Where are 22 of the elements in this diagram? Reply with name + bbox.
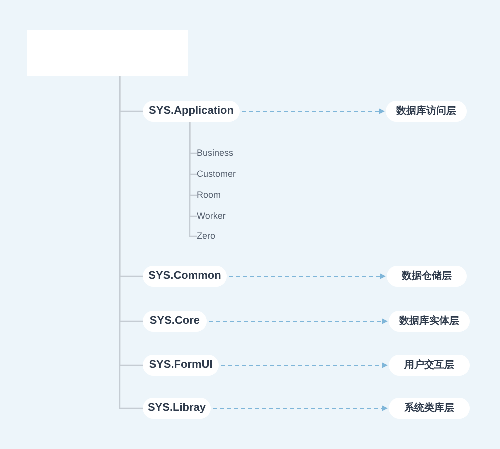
namespace-pill: SYS.Common <box>143 266 227 287</box>
folder-label: Customer <box>197 167 257 182</box>
dashed-arrow <box>228 274 386 280</box>
layer-label: 系统类库层 <box>389 398 470 419</box>
box-shape <box>27 30 188 76</box>
dashed-arrow <box>220 362 388 368</box>
layer-label: 数据库访问层 <box>386 101 467 122</box>
folder-label: Room <box>197 188 257 203</box>
folder-label: Business <box>197 146 257 161</box>
tree-line <box>189 122 197 238</box>
namespace-pill: SYS.Application <box>143 101 240 122</box>
namespace-pill: SYS.Libray <box>143 398 211 419</box>
dashed-arrow <box>242 108 385 114</box>
layer-label: 数据库实体层 <box>389 311 470 332</box>
dashed-arrow <box>208 318 388 324</box>
dashed-arrow <box>212 406 388 412</box>
layer-label: 用户交互层 <box>389 355 470 376</box>
folder-label: Worker <box>197 209 257 224</box>
folder-label: Zero <box>197 229 257 244</box>
namespace-pill: SYS.FormUI <box>143 355 219 376</box>
namespace-pill: SYS.Core <box>143 311 207 332</box>
layer-label: 数据仓储层 <box>387 266 467 287</box>
